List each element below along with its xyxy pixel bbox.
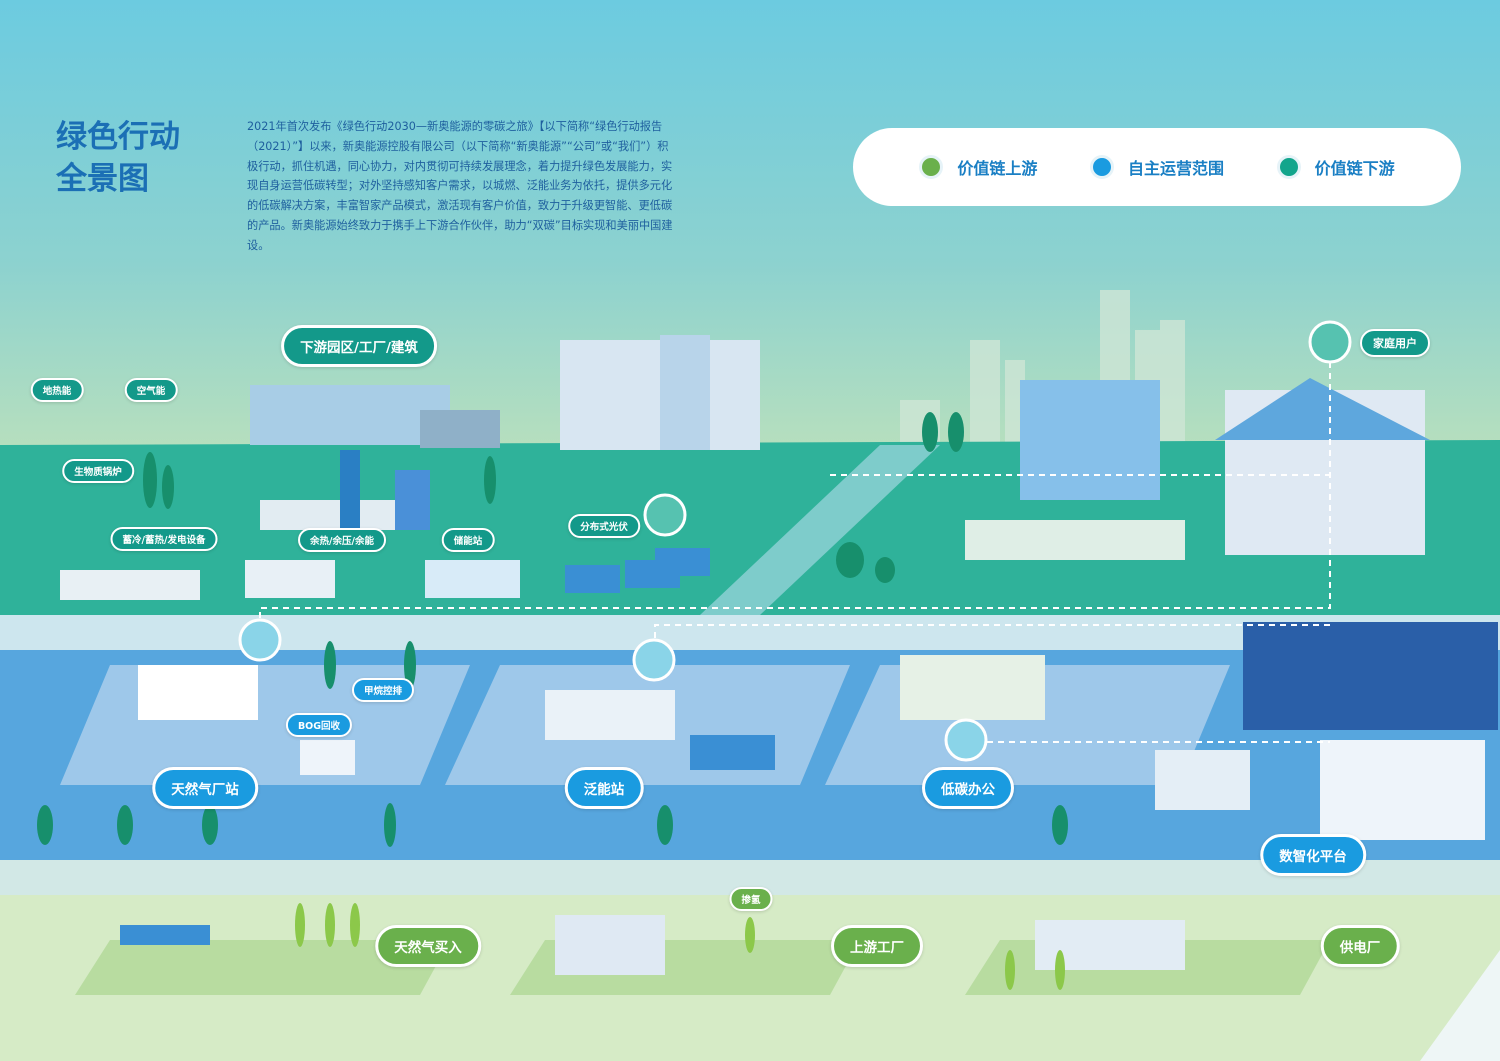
label-digital-platform: 数智化平台 — [1260, 834, 1366, 876]
label-methane-control: 甲烷控排 — [351, 678, 415, 702]
node-icons — [238, 320, 1352, 762]
road — [700, 445, 940, 615]
solar-panels — [565, 548, 710, 593]
legend-label: 自主运营范围 — [1127, 159, 1224, 178]
label-power-plant: 供电厂 — [1320, 925, 1400, 967]
blue-dot-icon — [1089, 155, 1114, 179]
label-waste-energy: 余热/余压/余能 — [298, 528, 386, 552]
legend-upstream: 价值链上游 — [919, 155, 1037, 179]
label-home-users: 家庭用户 — [1360, 329, 1430, 357]
title-line-1: 绿色行动 — [56, 119, 180, 155]
office-building — [900, 655, 1045, 720]
label-bog-recovery: BOG回收 — [285, 713, 353, 737]
label-downstream-park: 下游园区/工厂/建筑 — [281, 325, 437, 367]
intro-text: 2021年首次发布《绿色行动2030—新奥能源的零碳之旅》【以下简称“绿色行动报… — [247, 120, 673, 252]
offshore-platform — [120, 925, 210, 945]
title-line-2: 全景图 — [56, 161, 149, 197]
city-skyline — [900, 290, 1185, 450]
pan-energy-station — [545, 690, 675, 740]
label-gas-purchase: 天然气买入 — [375, 925, 481, 967]
label-distributed-pv: 分布式光伏 — [568, 514, 640, 538]
legend: 价值链上游 自主运营范围 价值链下游 — [853, 128, 1461, 206]
light-trees — [295, 903, 1065, 990]
factory-building — [250, 385, 450, 445]
upstream-factory — [555, 915, 665, 975]
label-upstream-factory: 上游工厂 — [831, 925, 923, 967]
label-geothermal: 地热能 — [30, 378, 84, 402]
legend-label: 价值链下游 — [1314, 159, 1395, 178]
label-low-carbon-office: 低碳办公 — [922, 767, 1014, 809]
label-air-energy: 空气能 — [124, 378, 178, 402]
apartments — [1020, 380, 1160, 500]
label-pan-energy-station: 泛能站 — [564, 767, 644, 809]
label-hydrogen-blending: 掺氢 — [729, 887, 773, 911]
digital-control-room — [1243, 622, 1498, 730]
legend-label: 价值链上游 — [957, 159, 1038, 178]
legend-downstream: 价值链下游 — [1276, 155, 1395, 179]
label-storage-equipment: 蓄冷/蓄热/发电设备 — [110, 527, 218, 551]
label-biomass-boiler: 生物质锅炉 — [62, 459, 134, 483]
legend-operations: 自主运营范围 — [1089, 155, 1224, 179]
label-storage-station: 储能站 — [441, 528, 495, 552]
page-title: 绿色行动 全景图 — [56, 116, 180, 200]
teal-dot-icon — [1276, 155, 1301, 179]
green-dot-icon — [919, 155, 944, 179]
trees — [37, 412, 1068, 847]
gas-station-building — [138, 665, 258, 720]
label-gas-station: 天然气厂站 — [152, 767, 258, 809]
